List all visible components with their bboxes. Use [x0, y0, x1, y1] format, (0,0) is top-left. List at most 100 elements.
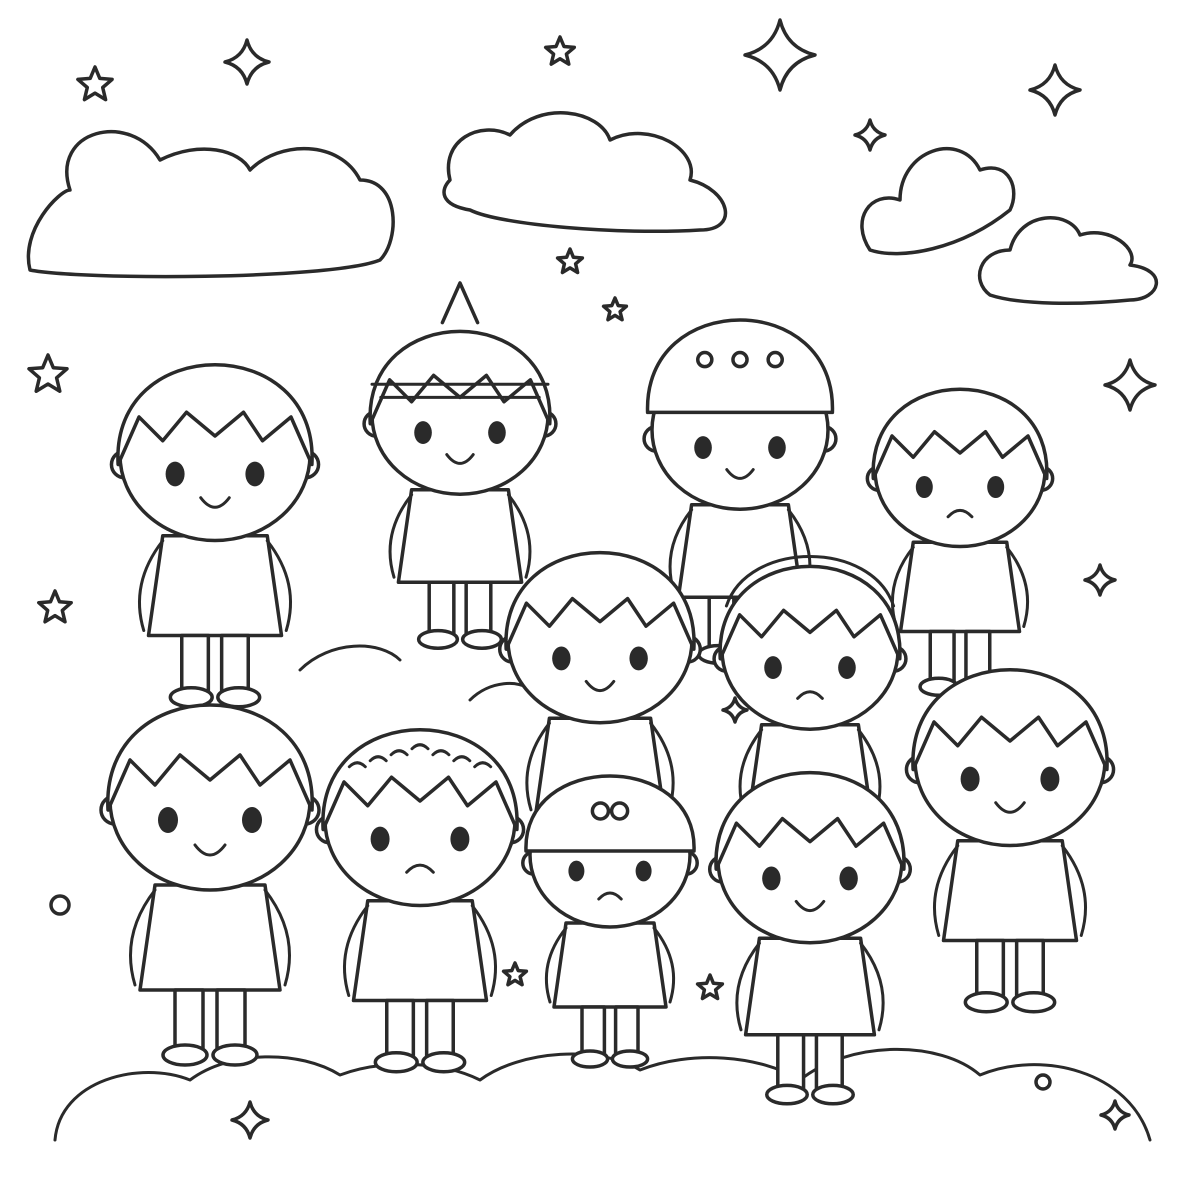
star	[501, 961, 529, 987]
mouth	[445, 453, 475, 465]
star	[601, 296, 629, 322]
star	[37, 589, 73, 624]
child	[314, 728, 526, 1074]
right-eye	[1040, 766, 1060, 792]
left-shoe	[570, 1049, 610, 1069]
hair	[871, 387, 1049, 481]
right-leg	[613, 1005, 640, 1057]
hair	[368, 329, 552, 426]
right-eye	[838, 656, 856, 680]
mouth	[994, 801, 1026, 814]
curl	[410, 743, 430, 751]
right-shoe	[811, 1083, 855, 1106]
child	[904, 668, 1116, 1014]
sparkle	[230, 1100, 270, 1140]
cloud	[860, 147, 1016, 256]
left-eye	[370, 826, 390, 852]
hat-dot	[731, 350, 749, 369]
left-shoe	[765, 1083, 809, 1106]
hair	[116, 363, 314, 467]
star	[695, 973, 725, 1001]
left-arm	[525, 721, 551, 812]
mouth	[946, 508, 974, 519]
left-leg	[173, 988, 205, 1052]
curl	[431, 749, 451, 757]
left-arm	[129, 888, 157, 987]
mouth	[199, 496, 231, 509]
left-shoe	[373, 1051, 419, 1074]
sparkle	[853, 118, 887, 152]
right-shoe	[460, 628, 504, 650]
shirt	[941, 839, 1079, 943]
right-leg	[424, 998, 455, 1060]
mouth	[796, 690, 824, 700]
curl	[452, 755, 472, 763]
shirt	[898, 540, 1022, 634]
left-eye	[568, 860, 585, 882]
curl	[473, 761, 493, 769]
curl	[389, 749, 409, 757]
left-arm	[388, 493, 414, 579]
left-eye	[552, 646, 571, 671]
sparkle	[721, 696, 749, 724]
sparkle	[1083, 563, 1117, 597]
shirt	[743, 936, 877, 1037]
right-eye	[987, 475, 1005, 499]
mouth	[597, 891, 623, 901]
child	[865, 387, 1055, 697]
cloud	[442, 111, 728, 234]
right-arm	[859, 941, 885, 1032]
dot	[1034, 1073, 1052, 1091]
hat-dot	[766, 350, 784, 369]
left-leg	[385, 998, 416, 1060]
left-shoe	[963, 991, 1009, 1014]
sparkle	[223, 38, 271, 86]
mouth	[405, 863, 435, 874]
hair	[718, 564, 902, 661]
left-leg	[180, 633, 211, 695]
clouds	[26, 111, 1159, 306]
hair	[321, 728, 519, 832]
child	[362, 281, 558, 650]
curl	[347, 761, 367, 769]
shirt	[138, 883, 282, 992]
cloud	[978, 216, 1159, 306]
hair	[911, 668, 1109, 772]
mouth	[725, 468, 755, 480]
right-eye	[635, 860, 652, 882]
goggles	[370, 382, 550, 399]
right-eye	[768, 436, 786, 460]
right-shoe	[1011, 991, 1057, 1014]
left-arm	[544, 926, 568, 1004]
right-arm	[263, 888, 291, 987]
hair	[714, 770, 906, 871]
right-shoe	[211, 1043, 259, 1067]
left-eye	[762, 866, 781, 891]
dot	[49, 894, 71, 916]
left-eye	[414, 421, 432, 445]
sparkle	[743, 18, 817, 92]
hat-dot	[696, 350, 714, 369]
left-eye	[915, 475, 933, 499]
sparkle	[1103, 358, 1157, 412]
right-eye	[488, 421, 506, 445]
right-shoe	[421, 1051, 467, 1074]
left-leg	[427, 580, 456, 637]
right-leg	[215, 988, 247, 1052]
left-leg	[776, 1033, 806, 1092]
right-leg	[464, 580, 493, 637]
right-arm	[1005, 545, 1030, 628]
right-eye	[450, 826, 470, 852]
shirt	[351, 899, 489, 1003]
child	[707, 770, 913, 1106]
headband	[724, 555, 896, 608]
left-eye	[960, 766, 980, 792]
right-leg	[1014, 938, 1046, 1000]
shirt	[146, 534, 284, 638]
right-shoe	[610, 1049, 650, 1069]
right-leg	[219, 633, 250, 695]
right-arm	[265, 539, 293, 632]
right-arm	[506, 493, 532, 579]
stars	[27, 18, 1157, 1140]
